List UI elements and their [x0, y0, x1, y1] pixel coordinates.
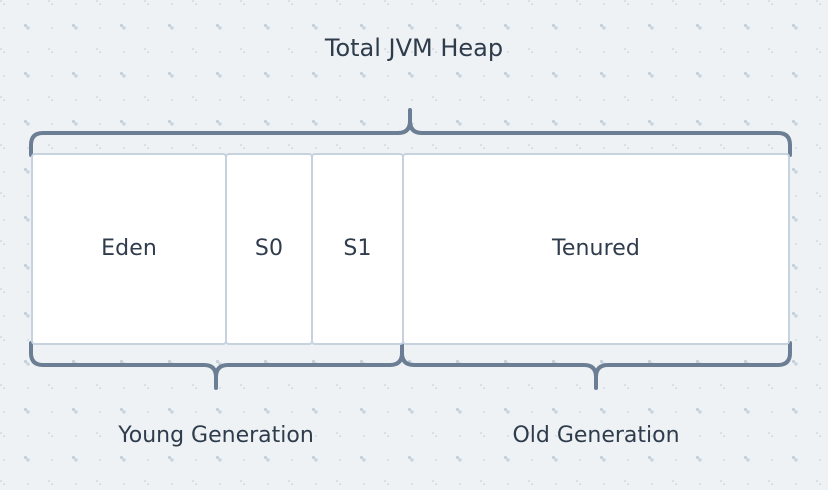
- heap-region-s1-label: S1: [343, 236, 372, 261]
- young-generation-brace: [29, 341, 404, 390]
- heap-region-s0[interactable]: S0: [225, 153, 313, 345]
- old-generation-brace: [400, 341, 792, 390]
- heap-region-eden-label: Eden: [101, 236, 157, 261]
- heap-region-s1[interactable]: S1: [311, 153, 404, 345]
- heap-region-eden[interactable]: Eden: [31, 153, 227, 345]
- young-generation-caption: Young Generation: [118, 423, 314, 448]
- heap-region-s0-label: S0: [254, 236, 284, 261]
- total-heap-title: Total JVM Heap: [324, 34, 504, 62]
- heap-region-tenured-label: Tenured: [552, 236, 640, 261]
- heap-region-tenured[interactable]: Tenured: [402, 153, 790, 345]
- top-brace: [29, 108, 792, 157]
- old-generation-caption: Old Generation: [512, 423, 680, 448]
